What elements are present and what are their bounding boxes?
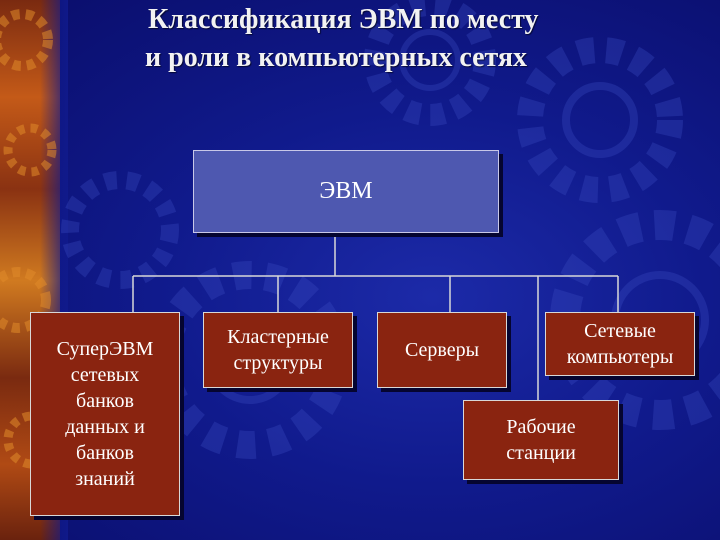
child-box-network-computers: Сетевые компьютеры <box>545 312 695 376</box>
slide-title-line-2: и роли в компьютерных сетях <box>145 42 528 73</box>
child-box-cluster: Кластерные структуры <box>203 312 353 388</box>
child-box-servers: Серверы <box>377 312 507 388</box>
root-box-label: ЭВМ <box>319 177 373 204</box>
slide-title-line-1: Классификация ЭВМ по месту <box>148 4 539 35</box>
child-box-label: Сетевые компьютеры <box>566 320 674 368</box>
child-box-label: Серверы <box>404 339 480 361</box>
child-box-supercomputer: Супер​ЭВМ сетевых банков данных и банков… <box>30 312 180 516</box>
child-box-label: Супер​ЭВМ сетевых банков данных и банков… <box>56 338 154 490</box>
child-box-label: Кластерные структуры <box>227 326 329 374</box>
child-box-workstations: Рабочие станции <box>463 400 619 480</box>
child-box-label: Рабочие станции <box>506 416 576 464</box>
root-box-evm: ЭВМ <box>193 150 499 233</box>
